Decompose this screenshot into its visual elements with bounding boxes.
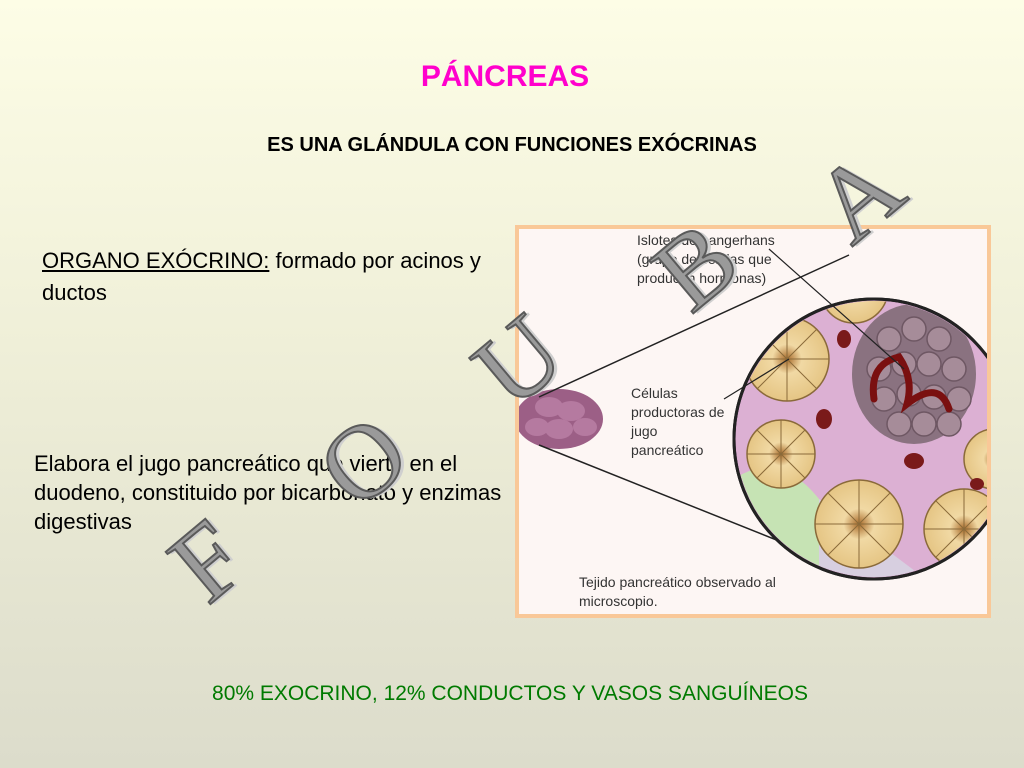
organo-label: ORGANO EXÓCRINO: [42,248,270,273]
microscope-view [732,297,987,581]
slide-title: PÁNCREAS [420,60,590,93]
organo-paragraph: ORGANO EXÓCRINO: formado por acinos y du… [42,245,492,309]
pancreas-microscope-figure: Islotes de Langerhans (grupo de células … [515,225,991,618]
organo-text: formado por acinos y ductos [42,248,481,305]
pancreas-organ [519,389,603,449]
footer-statistic: 80% EXOCRINO, 12% CONDUCTOS Y VASOS SANG… [212,682,808,705]
pancreas-illustration [519,248,987,581]
tejido-label: Tejido pancreático observado al microsco… [579,574,776,609]
slide-subtitle: ES UNA GLÁNDULA CON FUNCIONES EXÓCRINAS [267,134,757,156]
elabora-paragraph: Elabora el jugo pancreático que vierte e… [34,451,502,534]
celulas-label: Células productoras de jugo pancreático [631,385,725,458]
islotes-label: Islotes de Langerhans (grupo de células … [637,232,775,286]
